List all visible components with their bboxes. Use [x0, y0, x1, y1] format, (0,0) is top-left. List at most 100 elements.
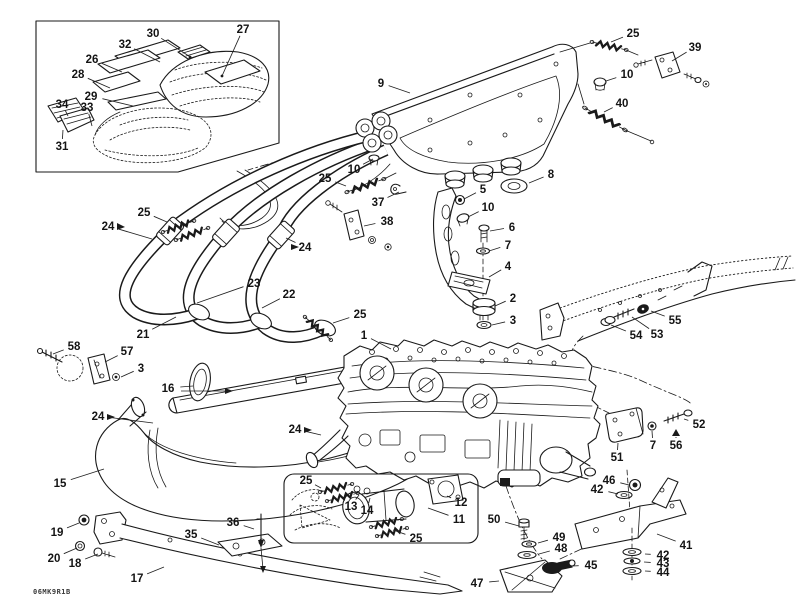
callout-8-leader [528, 176, 544, 184]
callout-26-leader [101, 62, 123, 73]
callout-13-leader [355, 494, 360, 500]
callout-18-leader [85, 553, 99, 560]
exhaust-pipes-drawing [118, 130, 389, 343]
callout-33-label: 33 [81, 102, 94, 114]
callout-53-label: 53 [651, 329, 664, 341]
callout-7-leader [651, 430, 653, 439]
left-fastener-drawing [36, 347, 120, 385]
callout-37-label: 37 [372, 197, 385, 209]
pipe-hardware-drawing [107, 172, 680, 436]
callout-29-leader [102, 98, 134, 107]
callout-12-leader [446, 495, 452, 499]
callout-19-leader [66, 522, 80, 529]
callout-16-label: 16 [162, 383, 175, 395]
callout-11-label: 11 [453, 514, 466, 526]
callout-38-leader [363, 223, 376, 227]
callout-31-leader [61, 129, 64, 140]
callout-49-label: 49 [553, 532, 566, 544]
callout-3-leader [491, 321, 506, 326]
callout-47-leader [489, 580, 500, 583]
callout-11-leader [427, 507, 449, 516]
callout-19-label: 19 [51, 527, 64, 539]
callout-17-label: 17 [131, 573, 144, 585]
callout-35-label: 35 [185, 529, 198, 541]
callout-25-leader [314, 484, 322, 489]
callout-24-label: 24 [289, 424, 302, 436]
callout-10-leader [605, 77, 617, 82]
callout-27-leader [221, 35, 241, 77]
callout-14-label: 14 [361, 505, 374, 517]
callout-30-label: 30 [147, 28, 160, 40]
callout-1-leader [370, 338, 392, 350]
callout-42-label: 42 [657, 550, 670, 562]
callout-8-label: 8 [548, 169, 555, 181]
callout-48-label: 48 [555, 543, 568, 555]
callout-55-label: 55 [669, 315, 682, 327]
callout-36-leader [243, 525, 255, 530]
hanger-bracket-drawing [433, 187, 496, 330]
callout-29-label: 29 [85, 91, 98, 103]
callout-15-label: 15 [54, 478, 67, 490]
callout-25-label: 25 [354, 309, 367, 321]
callout-9-label: 9 [378, 78, 384, 90]
callout-49-leader [537, 539, 549, 544]
bracket41-drawing [574, 477, 687, 581]
callout-52-leader [683, 418, 689, 421]
callout-57-leader [104, 355, 118, 363]
callout-15-leader [70, 468, 105, 481]
callout-44-label: 44 [657, 567, 670, 579]
callout-37-leader [387, 191, 400, 198]
callout-58-label: 58 [68, 341, 81, 353]
engine-drawing [305, 339, 601, 489]
callout-42-leader [608, 491, 619, 495]
callout-50-leader [504, 521, 520, 527]
callout-51-leader [617, 442, 619, 451]
callout-24-label: 24 [92, 411, 105, 423]
callout-17-leader [146, 566, 165, 575]
callout-24-leader [285, 237, 296, 243]
callout-2-leader [494, 300, 506, 307]
callout-22-leader [261, 298, 281, 309]
callout-25-label: 25 [300, 475, 313, 487]
callout-23-leader [196, 286, 244, 304]
callout-20-label: 20 [48, 553, 61, 565]
callout-3-leader [120, 370, 134, 378]
callout-9-leader [388, 85, 411, 94]
callout-23-label: 23 [248, 278, 261, 290]
callout-43-label: 43 [657, 558, 670, 570]
callout-7-label: 7 [505, 240, 511, 252]
callout-10-leader [467, 211, 479, 218]
callout-25-leader [392, 529, 406, 535]
callout-25-leader [610, 36, 624, 43]
callout-51-label: 51 [611, 452, 624, 464]
callout-4-leader [488, 269, 502, 278]
callout-52-label: 52 [693, 419, 706, 431]
callout-5-leader [463, 192, 477, 200]
callout-14-leader [368, 497, 371, 504]
callout-27-label: 27 [237, 24, 250, 36]
mount-group-drawing [499, 518, 576, 593]
callout-35-leader [201, 537, 220, 546]
callout-24-label: 24 [299, 242, 312, 254]
callout-4-label: 4 [505, 261, 512, 273]
callout-25-label: 25 [138, 207, 151, 219]
callout-41-label: 41 [680, 540, 693, 552]
callout-33-leader [88, 113, 93, 127]
callout-42-label: 42 [591, 484, 604, 496]
callout-57-label: 57 [121, 346, 134, 358]
callout-32-label: 32 [119, 39, 132, 51]
callout-13-label: 13 [345, 501, 358, 513]
callout-7-label: 7 [650, 440, 656, 452]
muffler-drawing [351, 37, 710, 194]
callout-25-label: 25 [627, 28, 640, 40]
callout-39-leader [671, 51, 687, 62]
callout-39-label: 39 [689, 42, 702, 54]
callout-54-leader [610, 324, 627, 332]
callout-25-label: 25 [319, 173, 332, 185]
right-bracket-drawing [605, 407, 693, 527]
strap-drawing [74, 511, 463, 595]
callout-30-leader [160, 37, 193, 59]
callout-50-label: 50 [488, 514, 501, 526]
callout-10-label: 10 [482, 202, 495, 214]
